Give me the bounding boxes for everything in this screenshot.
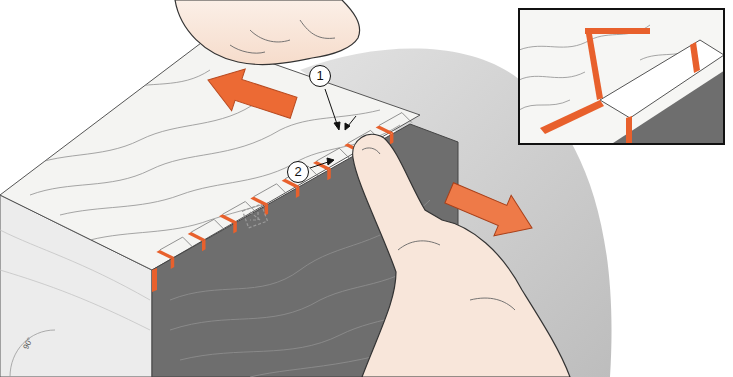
angle-mark: 90°	[21, 336, 35, 351]
illustration-part	[230, 45, 265, 53]
hand-detail	[362, 148, 515, 310]
illustration-part	[600, 40, 724, 118]
illustration-part	[362, 148, 380, 154]
illustration-part	[300, 20, 335, 38]
illustration-part	[327, 158, 334, 165]
illustration-part	[345, 123, 350, 130]
illustration-part	[540, 100, 604, 134]
corner-cut	[152, 268, 157, 292]
illustration-part	[348, 116, 356, 126]
illustration-part	[519, 100, 570, 110]
leader-lines	[310, 89, 356, 168]
illustration-part	[325, 89, 337, 124]
push-arrow	[441, 173, 541, 249]
illustration-part	[250, 184, 286, 216]
illustration-part	[398, 241, 440, 250]
illustration-part	[250, 30, 290, 42]
illustration-part	[0, 270, 150, 330]
inset-frame	[519, 9, 724, 144]
illustration-part	[120, 70, 210, 90]
illustration-part	[188, 219, 224, 251]
illustration-part	[250, 212, 260, 220]
pull-arrow	[201, 59, 300, 129]
right-hand	[353, 134, 570, 377]
inset-detail	[519, 9, 724, 144]
illustration-part	[585, 28, 603, 100]
angle-arc	[10, 330, 55, 377]
illustration-part	[626, 116, 632, 144]
hand-detail	[230, 20, 335, 53]
illustration-part	[470, 298, 515, 310]
callout-number: 2	[287, 161, 309, 183]
left-hand	[175, 0, 360, 65]
orientation-mark	[243, 204, 268, 228]
illustration-part	[20, 100, 260, 170]
illustration-part	[219, 202, 255, 234]
illustration-part	[690, 42, 700, 73]
illustration-part	[519, 72, 585, 80]
illustration-part	[519, 25, 650, 50]
illustration-part	[585, 28, 650, 34]
illustration-part	[519, 9, 724, 144]
illustration-part	[334, 122, 340, 130]
callout-number: 1	[309, 65, 331, 87]
illustration-part	[243, 204, 268, 228]
illustration-part	[310, 162, 328, 168]
illustration-part	[313, 148, 349, 180]
illustration-part	[156, 237, 192, 269]
